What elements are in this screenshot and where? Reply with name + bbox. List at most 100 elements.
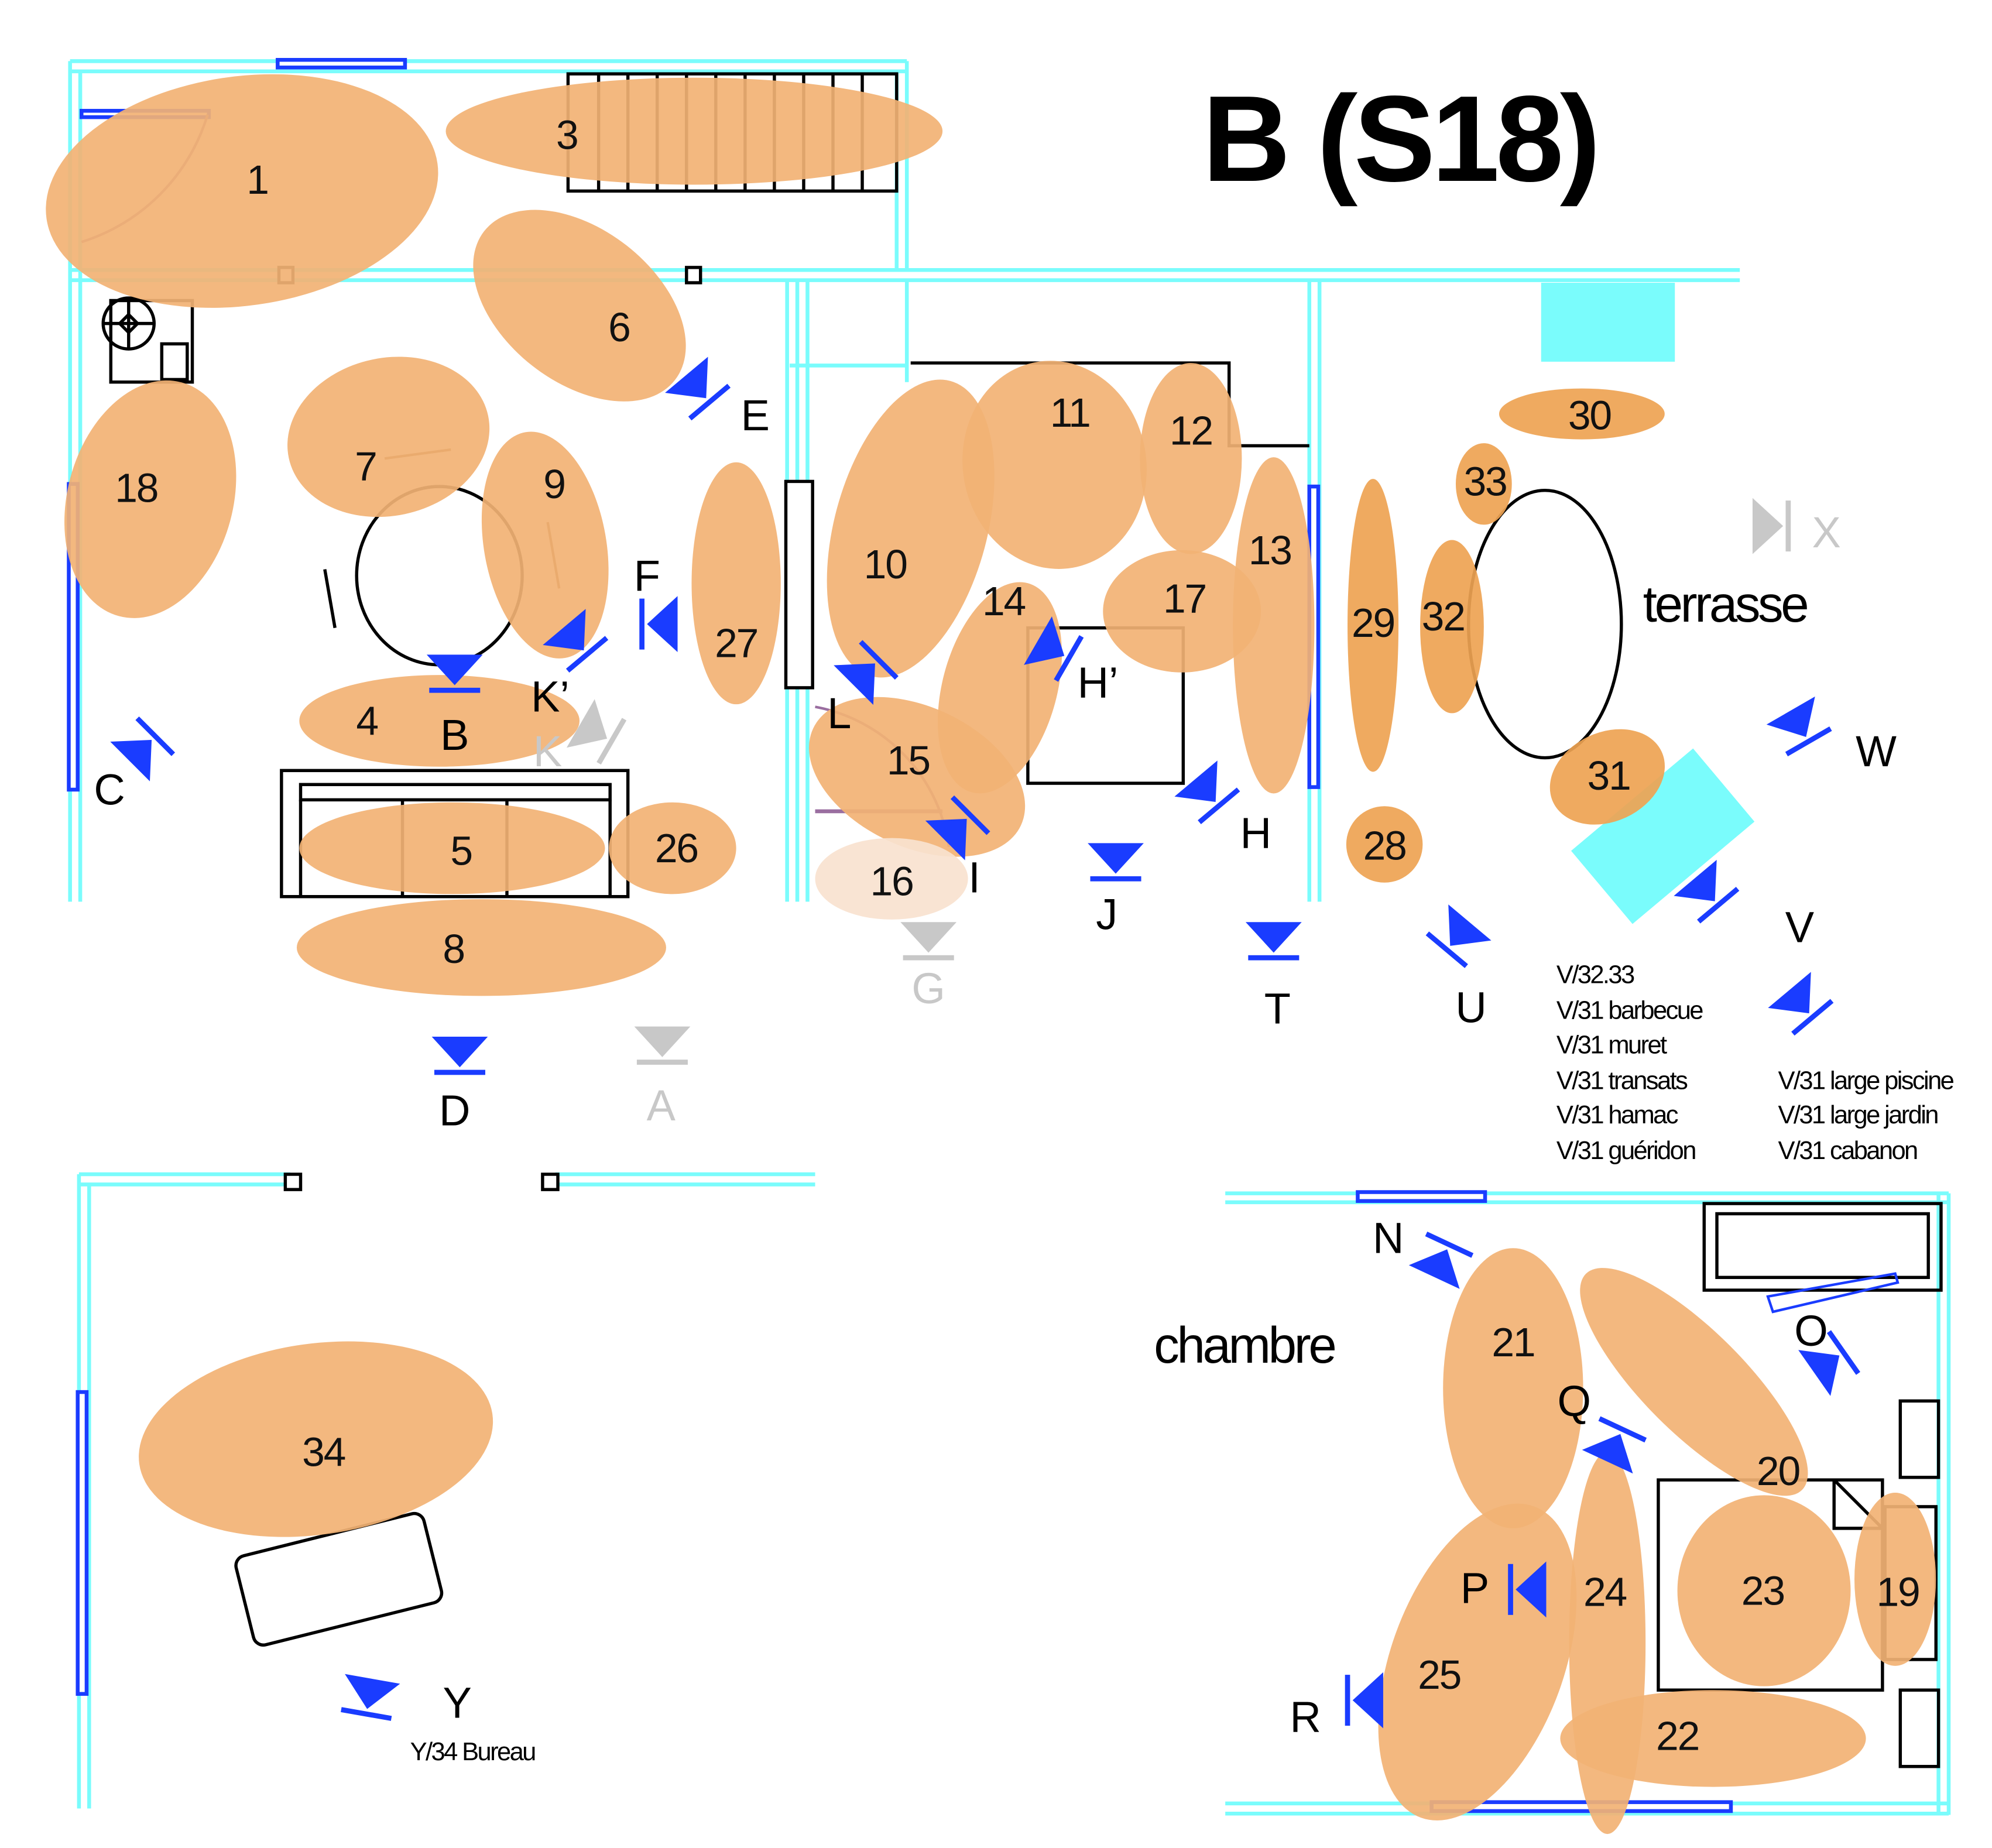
zone-24: 24 <box>1569 1452 1646 1835</box>
zone-number: 33 <box>1463 458 1506 504</box>
camera-icon[interactable] <box>566 699 628 767</box>
camera-icon[interactable] <box>665 356 732 422</box>
camera-icon[interactable] <box>900 922 957 961</box>
camera-icon[interactable] <box>1752 498 1791 554</box>
camera-label: P <box>1460 1564 1489 1613</box>
camera-g[interactable]: G <box>900 922 957 1013</box>
camera-q[interactable]: Q <box>1558 1377 1649 1474</box>
zone-blob <box>473 210 686 402</box>
camera-h[interactable]: H <box>1174 760 1271 857</box>
camera-l[interactable]: L <box>827 638 900 738</box>
zone-number: 29 <box>1352 600 1394 646</box>
camera-v2[interactable] <box>1768 972 1835 1037</box>
camera-icon[interactable] <box>1245 922 1302 961</box>
zone-number: 3 <box>556 112 578 158</box>
camera-o[interactable]: O <box>1794 1307 1861 1396</box>
zone-20: 20 <box>1580 1268 1808 1496</box>
zone-number: 10 <box>864 541 907 587</box>
zone-4: 4 <box>299 675 580 767</box>
legend-item: V/31 muret <box>1556 1031 1667 1059</box>
legend-item: V/31 barbecue <box>1556 997 1703 1025</box>
camera-icon[interactable] <box>431 1037 488 1075</box>
zone-11: 11 <box>962 361 1147 569</box>
camera-p[interactable]: P <box>1460 1561 1547 1618</box>
room-label-terrace: terrasse <box>1643 576 1807 633</box>
legend-item: V/31 guéridon <box>1556 1137 1695 1165</box>
camera-t[interactable]: T <box>1245 922 1302 1033</box>
camera-icon[interactable] <box>834 638 900 705</box>
zone-number: 14 <box>982 578 1026 624</box>
camera-icon[interactable] <box>1768 972 1835 1037</box>
camera-icon[interactable] <box>1345 1672 1383 1729</box>
camera-label: A <box>647 1081 676 1130</box>
camera-j[interactable]: J <box>1088 843 1144 939</box>
zone-19: 19 <box>1854 1492 1936 1666</box>
camera-icon[interactable] <box>1024 616 1085 684</box>
zone-number: 31 <box>1588 753 1630 798</box>
legend-item: V/31 cabanon <box>1778 1137 1917 1165</box>
camera-icon[interactable] <box>338 1674 400 1722</box>
camera-icon[interactable] <box>1674 859 1741 925</box>
camera-icon[interactable] <box>1174 760 1242 826</box>
camera-x[interactable]: X <box>1752 498 1841 557</box>
camera-icon[interactable] <box>1798 1328 1861 1396</box>
camera-icon[interactable] <box>925 794 992 860</box>
zone-blob <box>1103 550 1261 673</box>
walls <box>68 59 1951 1816</box>
cameras: A B C D E F G H H’ IJ KK’ L N O P Q R T U V W X Y <box>94 356 1897 1741</box>
camera-a[interactable]: A <box>634 1026 691 1130</box>
zone-blob <box>296 899 666 996</box>
zone-blob <box>299 802 605 894</box>
camera-d[interactable]: D <box>431 1037 488 1135</box>
legend-item: V/31 large piscine <box>1778 1067 1953 1095</box>
camera-icon[interactable] <box>1508 1561 1547 1618</box>
camera-icon[interactable] <box>1582 1415 1649 1474</box>
zone-33: 33 <box>1455 443 1512 525</box>
zone-blob <box>1140 363 1242 554</box>
camera-icon[interactable] <box>543 609 610 674</box>
zone-34: 34 <box>139 1341 493 1537</box>
outdoor-block <box>1541 283 1675 362</box>
zone-blob <box>1455 443 1512 525</box>
camera-u[interactable]: U <box>1424 904 1492 1032</box>
camera-icon[interactable] <box>110 715 177 781</box>
camera-k[interactable]: K <box>533 699 628 776</box>
legend-item: V/31 transats <box>1556 1067 1688 1095</box>
camera-e[interactable]: E <box>665 356 770 440</box>
zone-number: 22 <box>1656 1713 1699 1759</box>
room-label-bedroom: chambre <box>1154 1317 1335 1374</box>
camera-f[interactable]: F <box>634 551 678 652</box>
zone-number: 23 <box>1741 1568 1784 1614</box>
zone-31: 31 <box>1549 729 1665 825</box>
camera-icon[interactable] <box>1766 696 1835 757</box>
camera-icon[interactable] <box>1424 904 1492 970</box>
camera-icon[interactable] <box>1088 843 1144 882</box>
zone-18: 18 <box>64 380 236 618</box>
camera-i[interactable]: I <box>925 794 992 902</box>
camera-b[interactable]: B <box>426 654 483 759</box>
camera-icon[interactable] <box>634 1026 691 1065</box>
zone-number: 25 <box>1418 1652 1460 1698</box>
zone-blob <box>1569 1452 1646 1835</box>
camera-label: O <box>1794 1307 1828 1355</box>
camera-icon[interactable] <box>426 654 483 693</box>
camera-r[interactable]: R <box>1290 1672 1383 1741</box>
camera-label: X <box>1812 508 1840 557</box>
zone-5: 5 <box>299 802 605 894</box>
camera-y[interactable]: Y <box>338 1674 472 1727</box>
zone-number: 18 <box>115 465 157 510</box>
camera-v[interactable]: V <box>1674 859 1815 952</box>
zone-number: 13 <box>1249 527 1291 573</box>
zone-7: 7 <box>287 356 490 517</box>
camera-w[interactable]: W <box>1766 696 1897 776</box>
camera-icon[interactable] <box>1408 1230 1476 1289</box>
camera-c[interactable]: C <box>94 715 177 814</box>
camera-icon[interactable] <box>639 596 678 652</box>
camera-k2[interactable]: K’ <box>531 609 610 721</box>
camera-label: E <box>741 391 770 440</box>
camera-n[interactable]: N <box>1373 1213 1476 1289</box>
zone-30: 30 <box>1499 388 1665 440</box>
zone-number: 20 <box>1757 1448 1799 1494</box>
camera-h2[interactable]: H’ <box>1024 616 1118 707</box>
